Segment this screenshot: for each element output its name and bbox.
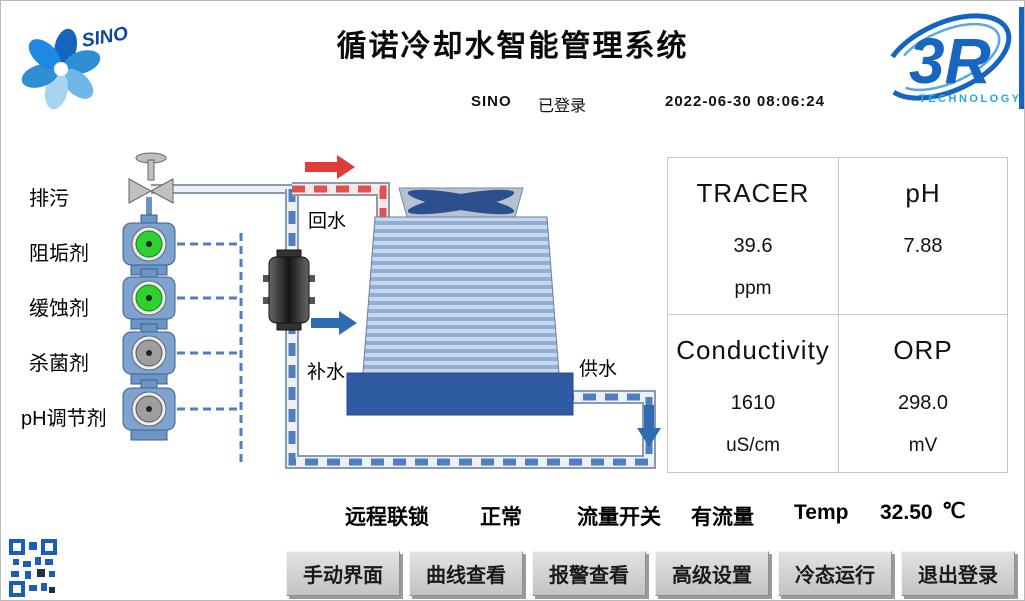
makeup-flow-arrow-icon [311,311,357,335]
filter-vessel [263,249,315,331]
process-diagram [122,152,661,469]
cooling-tower [346,187,574,416]
label-biocide: 杀菌剂 [29,353,89,375]
alarm-view-button[interactable]: 报警查看 [532,551,646,596]
nav-button-bar: 手动界面 曲线查看 报警查看 高级设置 冷态运行 退出登录 [286,551,1015,596]
remote-interlock-label: 远程联锁 [345,506,429,529]
page-title: 循诺冷却水智能管理系统 [336,30,689,63]
curve-view-button[interactable]: 曲线查看 [409,551,523,596]
edge-bar [1019,7,1024,109]
reading-conductivity: Conductivity 1610 uS/cm [668,315,839,472]
3r-logo-text: 3R [909,25,991,97]
manual-screen-button[interactable]: 手动界面 [286,551,400,596]
reading-value: 1610 [730,392,776,414]
reading-tracer: TRACER 39.6 ppm [668,158,839,315]
reading-name: ORP [893,335,953,365]
datetime: 2022-06-30 08:06:24 [665,93,825,110]
label-blowdown: 排污 [29,188,69,210]
return-flow-arrow-icon [305,155,355,179]
supply-flow-arrow-icon [637,405,661,447]
pump-ph-adjuster [122,379,176,441]
reading-value: 7.88 [903,235,943,257]
reading-orp: ORP 298.0 mV [839,315,1007,472]
reading-unit: uS/cm [726,435,780,456]
readings-panel: TRACER 39.6 ppm pH 7.88 Conductivity 161… [667,157,1008,473]
tower-fill-body [362,216,560,374]
reading-value: 39.6 [733,235,773,257]
blowdown-valve-icon [128,152,174,204]
fan-blade-icon [407,189,515,215]
tower-basin [346,372,574,416]
reading-unit: mV [908,435,938,456]
remote-interlock-value: 正常 [480,506,522,529]
logout-button[interactable]: 退出登录 [901,551,1015,596]
user-label: SINO [471,93,512,110]
return-water-pipe [292,182,390,225]
reading-value: 298.0 [897,392,949,414]
pump-biocide [122,323,176,385]
label-return-water: 回水 [308,211,347,232]
pump-scale-inhibitor [122,214,176,276]
reading-name: pH [905,178,941,208]
flow-switch-label: 流量开关 [577,506,661,529]
label-ph-adjuster: pH调节剂 [21,408,107,430]
label-makeup-water: 补水 [307,362,346,383]
sino-logo: SINO [13,7,143,117]
qr-code-icon [9,539,57,600]
sino-flower-icon: SINO [21,23,130,110]
label-scale-inhibitor: 阻垢剂 [29,243,89,265]
advanced-settings-button[interactable]: 高级设置 [655,551,769,596]
cold-run-button[interactable]: 冷态运行 [778,551,892,596]
temp-value: 32.50 [880,501,933,524]
3r-technology-logo: 3R TECHNOLOGY [877,3,1024,117]
temp-unit: ℃ [942,500,966,523]
reading-unit: ppm [734,278,772,299]
reading-ph: pH 7.88 [839,158,1007,315]
login-status: 已登录 [538,98,587,115]
pump-corrosion-inhibitor [122,268,176,330]
reading-name: TRACER [696,178,810,208]
label-corrosion-inhibitor: 缓蚀剂 [29,298,89,320]
temp-label: Temp [794,501,849,524]
flow-switch-value: 有流量 [691,506,754,529]
label-supply-water: 供水 [579,359,618,380]
dosing-lines [177,233,243,462]
reading-name: Conductivity [676,335,830,365]
3r-logo-subtext: TECHNOLOGY [919,93,1022,105]
main-loop-pipe [285,189,656,469]
